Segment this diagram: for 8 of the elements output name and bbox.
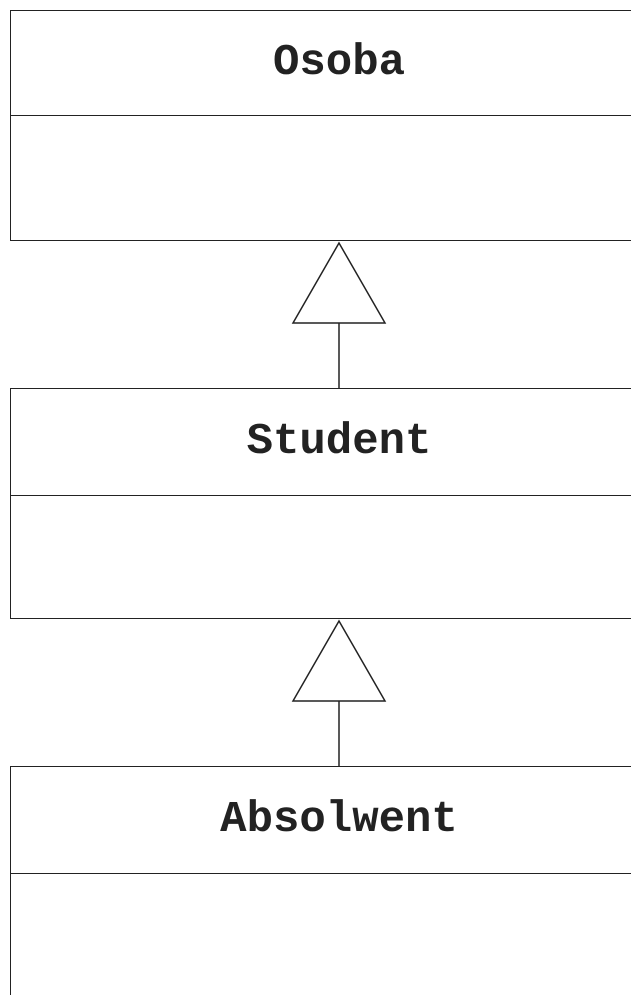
class-name: Student [246, 417, 432, 467]
class-box [10, 388, 631, 619]
class-box [10, 10, 631, 241]
inheritance-arrow [292, 620, 386, 766]
class-name: Absolwent [220, 795, 458, 845]
class-name: Osoba [272, 38, 406, 88]
inheritance-arrow [292, 242, 386, 388]
class-box [10, 766, 631, 995]
